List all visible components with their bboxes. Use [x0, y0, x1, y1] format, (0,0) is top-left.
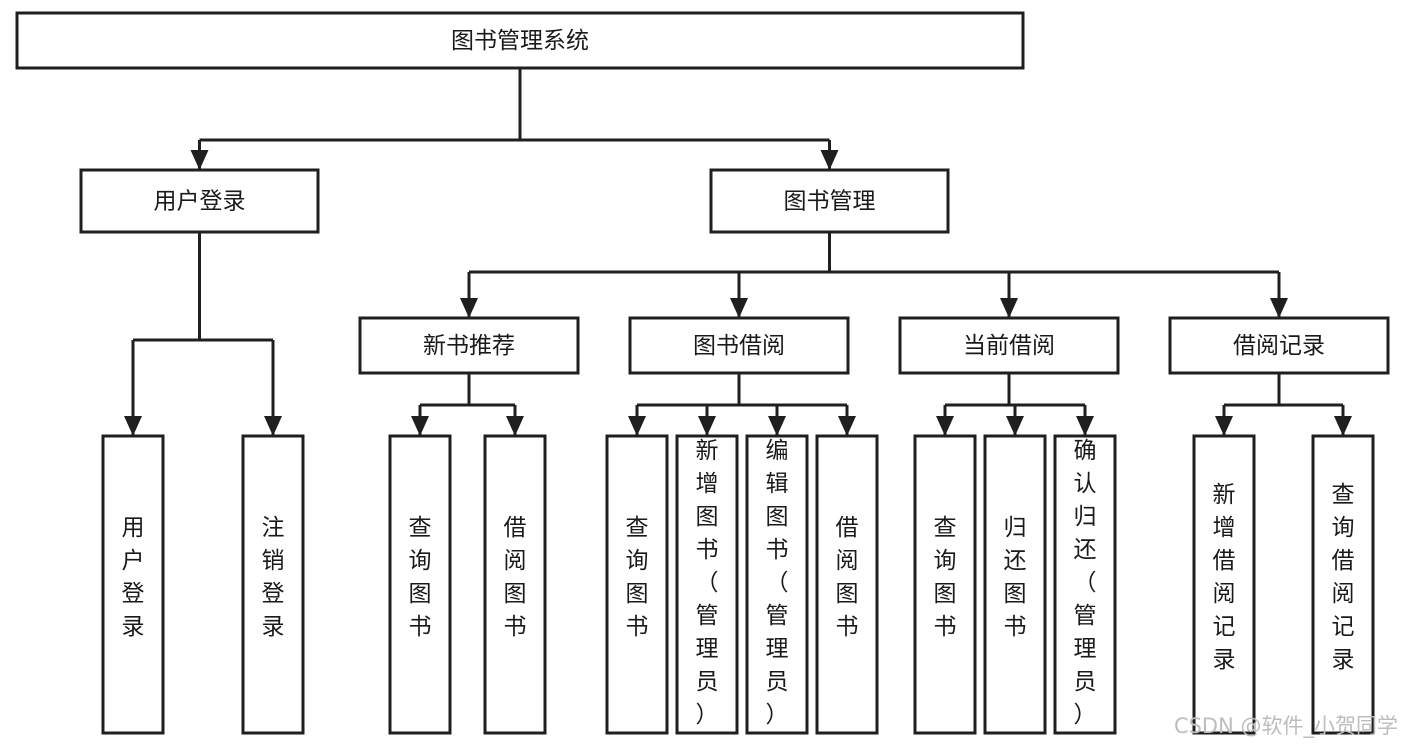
csdn-watermark: CSDN @软件_小贺同学 — [1174, 714, 1398, 739]
node-label-borrow-record: 借阅记录 — [1233, 333, 1325, 359]
arrow-book-borrow-to-leaf-add-book — [698, 416, 716, 436]
node-root[interactable]: 图书管理系统 — [15, 11, 1025, 70]
node-box-root[interactable] — [15, 11, 1025, 70]
arrow-root-to-user-login — [190, 150, 209, 170]
node-leaf-add-record[interactable]: 新增借阅记录 — [1192, 434, 1256, 735]
node-label-leaf-query-record: 查询借阅记录 — [1332, 482, 1355, 673]
node-leaf-return-book[interactable]: 归还图书 — [983, 434, 1047, 735]
node-box-leaf-edit-book[interactable] — [745, 434, 809, 735]
node-leaf-query-book-borrow[interactable]: 查询图书 — [605, 434, 669, 735]
arrow-root-to-book-manage — [820, 150, 839, 170]
node-book-borrow[interactable]: 图书借阅 — [628, 316, 850, 375]
node-box-user-login[interactable] — [79, 168, 320, 234]
node-label-leaf-query-book-cur: 查询图书 — [934, 515, 957, 640]
node-label-user-login: 用户登录 — [154, 189, 246, 215]
node-label-leaf-query-book-borrow: 查询图书 — [626, 515, 649, 640]
arrow-book-borrow-to-leaf-edit-book — [768, 416, 786, 436]
nodes-layer: 图书管理系统用户登录图书管理新书推荐图书借阅当前借阅借阅记录用户登录注销登录查询… — [15, 11, 1390, 735]
arrow-borrow-record-to-leaf-add-record — [1215, 416, 1233, 436]
node-leaf-user-login[interactable]: 用户登录 — [101, 434, 165, 735]
node-label-leaf-edit-book: 编辑图书（管理员） — [766, 438, 789, 728]
node-leaf-query-record[interactable]: 查询借阅记录 — [1311, 434, 1375, 735]
node-borrow-record[interactable]: 借阅记录 — [1168, 316, 1390, 375]
node-leaf-borrow-book-rec[interactable]: 借阅图书 — [483, 434, 547, 735]
node-leaf-logout[interactable]: 注销登录 — [241, 434, 305, 735]
node-label-new-book-rec: 新书推荐 — [423, 333, 515, 359]
node-label-leaf-user-login: 用户登录 — [122, 515, 145, 640]
arrow-book-manage-to-borrow-record — [1270, 298, 1288, 318]
node-leaf-borrow-book[interactable]: 借阅图书 — [815, 434, 879, 735]
node-box-leaf-query-book-rec[interactable] — [388, 434, 452, 735]
node-box-book-manage[interactable] — [709, 168, 950, 234]
node-leaf-confirm-return[interactable]: 确认归还（管理员） — [1053, 434, 1117, 735]
node-box-book-borrow[interactable] — [628, 316, 850, 375]
node-box-leaf-borrow-book-rec[interactable] — [483, 434, 547, 735]
node-label-leaf-borrow-book: 借阅图书 — [836, 515, 859, 640]
node-leaf-edit-book[interactable]: 编辑图书（管理员） — [745, 434, 809, 735]
node-box-current-borrow[interactable] — [898, 316, 1120, 375]
arrow-book-borrow-to-leaf-borrow-book — [838, 416, 856, 436]
arrow-book-manage-to-new-book-rec — [460, 298, 478, 318]
node-current-borrow[interactable]: 当前借阅 — [898, 316, 1120, 375]
node-label-book-manage: 图书管理 — [784, 189, 876, 215]
node-label-book-borrow: 图书借阅 — [693, 333, 785, 359]
node-box-leaf-query-record[interactable] — [1311, 434, 1375, 735]
node-leaf-query-book-rec[interactable]: 查询图书 — [388, 434, 452, 735]
arrow-user-login-to-leaf-logout — [264, 416, 282, 436]
node-label-leaf-query-book-rec: 查询图书 — [409, 515, 432, 640]
edges-layer — [124, 68, 1352, 436]
node-label-leaf-return-book: 归还图书 — [1004, 515, 1027, 640]
node-label-current-borrow: 当前借阅 — [963, 333, 1055, 359]
arrow-new-book-rec-to-leaf-borrow-book-rec — [506, 416, 524, 436]
arrow-current-borrow-to-leaf-query-book-cur — [936, 416, 954, 436]
node-label-leaf-logout: 注销登录 — [262, 515, 285, 640]
node-label-leaf-confirm-return: 确认归还（管理员） — [1074, 438, 1097, 728]
node-box-leaf-query-book-borrow[interactable] — [605, 434, 669, 735]
arrow-book-manage-to-current-borrow — [1000, 298, 1018, 318]
node-box-leaf-query-book-cur[interactable] — [913, 434, 977, 735]
node-box-new-book-rec[interactable] — [358, 316, 580, 375]
arrow-current-borrow-to-leaf-return-book — [1006, 416, 1024, 436]
node-label-leaf-add-record: 新增借阅记录 — [1213, 482, 1236, 673]
node-box-leaf-borrow-book[interactable] — [815, 434, 879, 735]
node-box-leaf-return-book[interactable] — [983, 434, 1047, 735]
node-box-borrow-record[interactable] — [1168, 316, 1390, 375]
node-box-leaf-add-book[interactable] — [675, 434, 739, 735]
node-label-root: 图书管理系统 — [451, 28, 589, 54]
node-leaf-query-book-cur[interactable]: 查询图书 — [913, 434, 977, 735]
node-label-leaf-add-book: 新增图书（管理员） — [696, 438, 719, 728]
node-label-leaf-borrow-book-rec: 借阅图书 — [504, 515, 527, 640]
arrow-book-borrow-to-leaf-query-book-borrow — [628, 416, 646, 436]
arrow-borrow-record-to-leaf-query-record — [1334, 416, 1352, 436]
node-new-book-rec[interactable]: 新书推荐 — [358, 316, 580, 375]
node-user-login[interactable]: 用户登录 — [79, 168, 320, 234]
node-book-manage[interactable]: 图书管理 — [709, 168, 950, 234]
node-leaf-add-book[interactable]: 新增图书（管理员） — [675, 434, 739, 735]
arrow-current-borrow-to-leaf-confirm-return — [1076, 416, 1094, 436]
node-box-leaf-user-login[interactable] — [101, 434, 165, 735]
arrow-book-manage-to-book-borrow — [730, 298, 748, 318]
node-box-leaf-confirm-return[interactable] — [1053, 434, 1117, 735]
arrow-user-login-to-leaf-user-login — [124, 416, 142, 436]
node-box-leaf-logout[interactable] — [241, 434, 305, 735]
node-box-leaf-add-record[interactable] — [1192, 434, 1256, 735]
arrow-new-book-rec-to-leaf-query-book-rec — [411, 416, 429, 436]
